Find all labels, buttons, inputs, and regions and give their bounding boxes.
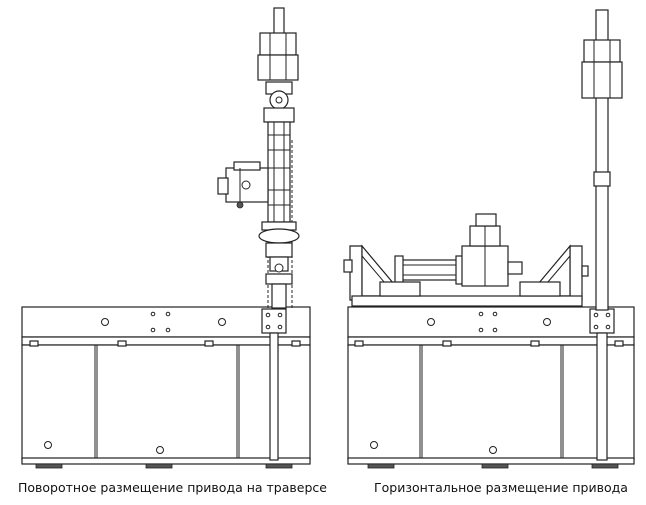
right-top-beam [347,306,635,338]
left-frame-body [21,344,311,461]
right-assembly-horizontal [343,9,635,469]
caption-left: Поворотное размещение привода на траверс… [18,480,327,495]
left-assembly-rotary-traverse [21,7,311,469]
caption-right: Горизонтальное размещение привода [374,480,628,495]
right-frame-body [347,344,635,461]
